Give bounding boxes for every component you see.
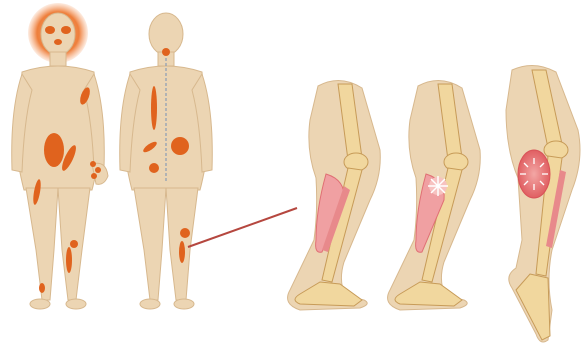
- front-left-foot: [30, 299, 50, 309]
- face-lesion-nose: [54, 39, 62, 45]
- lesion-calf-dot: [180, 228, 190, 238]
- lesion-back-long: [151, 86, 157, 130]
- front-head: [41, 13, 75, 55]
- back-left-foot: [140, 299, 160, 309]
- lesion-neck: [162, 48, 170, 56]
- lesion-knee: [70, 240, 78, 248]
- face-lesion-left: [45, 26, 55, 34]
- front-body-figure: [12, 3, 108, 309]
- leg-stage-2: [388, 80, 481, 310]
- back-right-foot: [174, 299, 194, 309]
- lesion-wrist-1: [90, 161, 96, 167]
- leg2-strain-rays: [428, 176, 448, 196]
- lesion-wrist-2: [95, 167, 101, 173]
- lesion-abdomen: [44, 133, 64, 167]
- leg3-foot: [516, 274, 550, 340]
- pointer-line: [188, 208, 297, 247]
- lesion-buttock: [149, 163, 159, 173]
- back-body-figure: [120, 13, 213, 309]
- lesion-calf: [179, 241, 185, 263]
- lesion-thigh: [66, 247, 72, 273]
- front-neck: [50, 52, 66, 66]
- lesion-wrist-3: [91, 173, 97, 179]
- leg-stage-3: [506, 65, 580, 342]
- lesion-shin: [39, 283, 45, 293]
- lesion-back-round: [171, 137, 189, 155]
- leg-stage-1: [288, 80, 381, 310]
- front-right-foot: [66, 299, 86, 309]
- face-lesion-right: [61, 26, 71, 34]
- back-left-leg: [134, 188, 166, 300]
